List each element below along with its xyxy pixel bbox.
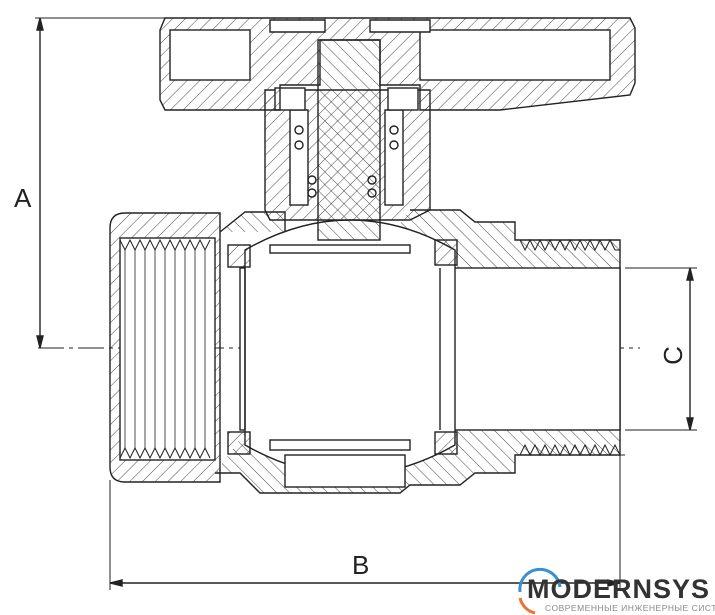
dimension-a-label: A — [14, 183, 32, 213]
modernsys-logo: MODERNSYS СОВРЕМЕННЫЕ ИНЖЕНЕРНЫЕ СИСТЕМЫ — [515, 572, 715, 615]
dimension-c-label: C — [657, 346, 688, 365]
logo-wordmark: MODERNSYS — [527, 574, 711, 604]
ball — [227, 219, 458, 488]
female-threaded-end — [109, 212, 221, 483]
logo-tagline: СОВРЕМЕННЫЕ ИНЖЕНЕРНЫЕ СИСТЕМЫ — [545, 603, 715, 613]
logo-ring-icon — [518, 567, 562, 615]
dimension-c — [625, 267, 697, 431]
dimension-b — [109, 440, 621, 590]
dimension-b-label: B — [352, 550, 370, 580]
stem-housing — [264, 39, 431, 241]
butterfly-handle — [159, 17, 636, 111]
